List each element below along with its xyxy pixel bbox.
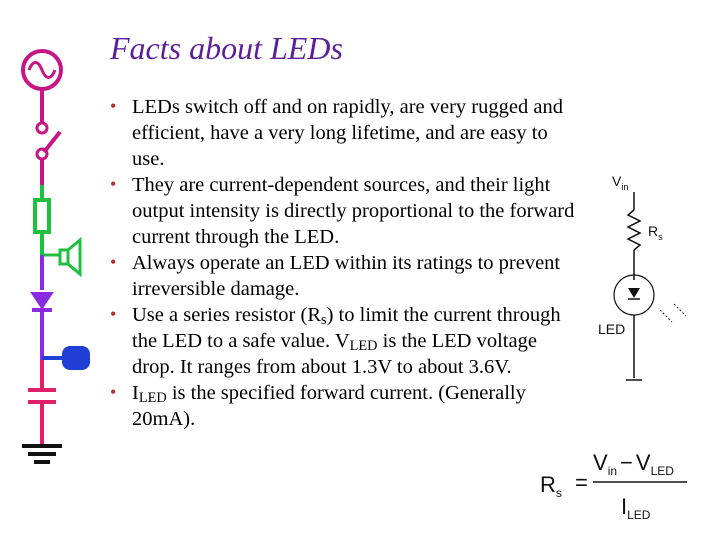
bullet-marker: • — [110, 174, 117, 194]
bullet-item: • They are current-dependent sources, and… — [110, 172, 580, 250]
diode-icon — [30, 292, 54, 310]
switch-lever-icon — [42, 130, 62, 154]
bullet-marker: • — [110, 96, 117, 116]
subscript-text: LED — [349, 338, 378, 354]
formula-equals: = — [575, 470, 588, 495]
light-ray-icon — [659, 309, 673, 323]
resistor-symbol — [626, 209, 642, 251]
speaker-cone-icon — [66, 236, 82, 278]
vin-label: Vin — [612, 173, 628, 192]
formula-denominator: ILED — [621, 494, 651, 522]
bullet-text: They are current-dependent sources, and … — [132, 174, 575, 248]
bullet-text: Always operate an LED within its ratings… — [132, 252, 561, 300]
electronics-decoration-strip — [21, 49, 90, 464]
bullet-item: • ILED is the specified forward current. … — [110, 380, 580, 432]
bullet-marker: • — [110, 252, 117, 272]
subscript-text: LED — [138, 390, 167, 406]
component-capsule-icon — [62, 346, 90, 370]
sine-wave-icon — [27, 61, 57, 79]
formula-lhs: Rs — [540, 472, 562, 500]
formula-numerator: Vin−VLED — [593, 450, 674, 478]
series-resistor-formula: Rs = Vin−VLED ILED — [540, 450, 687, 522]
subscript-text: s — [321, 312, 327, 328]
bullet-text: ) to limit the current through the LED t… — [132, 304, 561, 352]
bullet-text: is the specified forward current. (Gener… — [132, 382, 526, 430]
led-circuit-diagram: Vin Rs LED — [598, 173, 687, 381]
bullet-text: is the LED voltage drop. It ranges from … — [132, 330, 537, 378]
light-ray-icon — [673, 303, 687, 317]
slide-title: Facts about LEDs — [110, 30, 343, 66]
bullet-text: Use a series resistor (R — [132, 304, 322, 326]
led-label: LED — [598, 321, 625, 337]
bullet-item: • Always operate an LED within its rating… — [110, 250, 580, 302]
resistor-icon — [33, 198, 51, 234]
rs-label: Rs — [648, 223, 663, 242]
bullet-item: • Use a series resistor (Rs) to limit the… — [110, 302, 580, 380]
bullet-text: I — [132, 382, 139, 404]
switch-contact-icon — [35, 121, 49, 135]
switch-contact-icon — [35, 147, 49, 161]
bullet-marker: • — [110, 382, 117, 402]
bullet-list: • LEDs switch off and on rapidly, are ver… — [110, 94, 580, 432]
bullet-text: LEDs switch off and on rapidly, are very… — [132, 96, 563, 170]
bullet-item: • LEDs switch off and on rapidly, are ver… — [110, 94, 580, 172]
bullet-marker: • — [110, 304, 117, 324]
led-diode-icon — [628, 288, 640, 298]
